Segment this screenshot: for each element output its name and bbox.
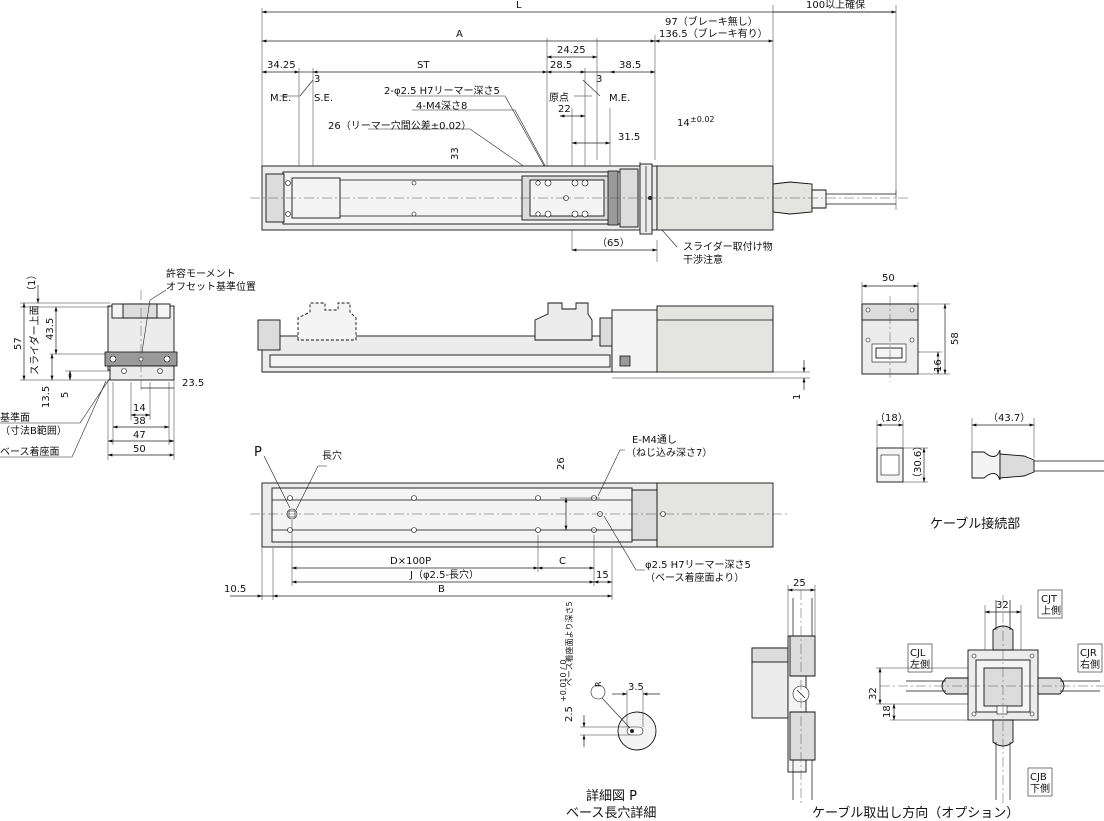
top-dim-97: 97（ブレーキ無し） <box>665 15 758 28</box>
detail-depth-note: ベース着座面より深さ5 <box>564 601 574 686</box>
top-dim-136: 136.5（ブレーキ有り） <box>659 27 768 40</box>
top-me-left: M.E. <box>270 93 291 104</box>
top-dim-st: ST <box>417 60 430 71</box>
cable-connection: （18） （30.6） （43.7） ケーブル接続部 <box>875 412 1104 532</box>
top-m4-note: 4-M4深さ8 <box>416 100 467 112</box>
left-moment-1: 許容モーメント <box>166 267 236 280</box>
cable-dim-306: （30.6） <box>912 441 924 483</box>
left-dim-50: 50 <box>133 444 146 455</box>
detail-dim-25: 2.5 <box>564 706 575 722</box>
top-ream-pitch: 26（リーマー穴間公差±0.02） <box>328 119 471 132</box>
top-dim-315: 31.5 <box>618 132 640 143</box>
cable-opt-dim-18: 18 <box>882 705 893 718</box>
end-dim-16: 16 <box>933 359 944 372</box>
top-me-right: M.E. <box>609 93 630 104</box>
top-dim-285: 28.5 <box>550 60 572 71</box>
cable-options: 25 32 32 <box>751 578 1104 821</box>
side-dim-1: 1 <box>792 394 803 400</box>
side-view: 1 <box>257 302 810 400</box>
bottom-dim-15: 15 <box>596 570 609 581</box>
top-se: S.E. <box>314 93 333 104</box>
left-dim-435: 43.5 <box>45 318 56 340</box>
left-dim-5: 5 <box>60 392 71 398</box>
top-dim-33: 33 <box>450 147 461 160</box>
detail-p: R 3.5 2.5 +0.010 / 0 ベース着座面より深さ5 詳細図 P ベ… <box>559 601 660 821</box>
left-dim-57: 57 <box>13 337 24 350</box>
top-slider-note-1: スライダー取付け物 <box>683 240 773 253</box>
top-dim-22: 22 <box>558 104 571 115</box>
top-slider-note-2: 干渉注意 <box>683 253 723 266</box>
bottom-p-label: P <box>254 445 262 460</box>
cable-opt-cjr-1: CJR <box>1080 648 1097 659</box>
left-base-ref-2: （寸法B範囲） <box>0 424 67 437</box>
bottom-dim-105: 10.5 <box>224 584 246 595</box>
left-dim-14: 14 <box>133 403 146 414</box>
cable-opt-dim-32-left: 32 <box>868 687 879 700</box>
top-genten: 原点 <box>549 92 569 104</box>
end-dim-50: 50 <box>882 273 895 284</box>
cable-opt-dim-32-top: 32 <box>996 600 1009 611</box>
left-dim-1: （1） <box>26 270 38 296</box>
left-dim-38: 38 <box>133 416 146 427</box>
end-dim-58: 58 <box>950 332 961 345</box>
bottom-nagaana: 長穴 <box>322 449 342 462</box>
top-dim-14-tol: ±0.02 <box>690 115 715 124</box>
top-dim-L: L <box>516 0 522 11</box>
detail-dim-35: 3.5 <box>628 682 644 693</box>
bottom-dim-j: J（φ2.5-長穴） <box>409 568 479 581</box>
detail-dim-25-tol: +0.010 / 0 <box>559 660 568 702</box>
bottom-em4-2: （ねじ込み深さ7） <box>626 447 712 459</box>
cable-opt-caption: ケーブル取出し方向（オプション） <box>812 805 1019 821</box>
cable-dim-18: （18） <box>875 412 908 424</box>
left-end-view: 許容モーメント オフセット基準位置 （1） 57 43.5 スライダー上面 13… <box>0 267 256 460</box>
bottom-dim-c: C <box>559 556 566 567</box>
left-base-seat: ベース着座面 <box>0 445 60 458</box>
cable-opt-dim-25: 25 <box>793 578 806 589</box>
top-dim-34: 34.25 <box>267 60 296 71</box>
cable-opt-cjt-1: CJT <box>1041 594 1058 605</box>
top-ream-note: 2-φ2.5 H7リーマー深さ5 <box>384 85 500 97</box>
cable-opt-cjl-1: CJL <box>910 648 926 659</box>
top-view: L A 97（ブレーキ無し） 136.5（ブレーキ有り） 100以上確保 34.… <box>250 0 908 266</box>
top-dim-65: （65） <box>597 237 630 249</box>
bottom-dim-d: D×100P <box>390 556 431 567</box>
cable-opt-cjb-2: 下側 <box>1030 782 1050 795</box>
left-dim-135: 13.5 <box>41 386 52 408</box>
bottom-dim-b: B <box>438 584 445 595</box>
bottom-dim-26: 26 <box>556 457 567 470</box>
bottom-ream-2: （ベース着座面より） <box>645 571 744 584</box>
left-slider-top: スライダー上面 <box>28 305 41 375</box>
cable-opt-cjr-2: 右側 <box>1080 658 1100 671</box>
bottom-view: P 長穴 E-M4通し （ねじ込み深さ7） 26 D×100P C J（φ2.5… <box>224 434 790 600</box>
cable-opt-cjl-2: 左側 <box>910 658 930 671</box>
left-dim-47: 47 <box>133 430 146 441</box>
top-dim-3b: 3 <box>596 74 602 85</box>
detail-caption-2: ベース長穴詳細 <box>566 805 656 821</box>
detail-caption-1: 詳細図 P <box>586 788 637 804</box>
cable-opt-cjt-2: 上側 <box>1041 604 1061 617</box>
top-dim-14: 14 <box>677 118 690 129</box>
top-dim-2425: 24.25 <box>557 45 586 56</box>
bottom-em4-1: E-M4通し <box>632 434 677 446</box>
cable-caption: ケーブル接続部 <box>930 516 1020 532</box>
top-dim-A: A <box>456 29 463 40</box>
bottom-ream-1: φ2.5 H7リーマー深さ5 <box>645 559 751 571</box>
top-dim-3a: 3 <box>314 74 320 85</box>
top-dim-385: 38.5 <box>619 60 641 71</box>
left-moment-2: オフセット基準位置 <box>166 280 256 293</box>
cable-opt-cjb-1: CJB <box>1030 772 1047 783</box>
left-base-ref-1: 基準面 <box>0 411 30 424</box>
left-dim-235: 23.5 <box>182 378 204 389</box>
cable-dim-437: （43.7） <box>988 412 1030 424</box>
detail-r-label: R <box>594 681 603 687</box>
top-dim-100: 100以上確保 <box>806 0 865 11</box>
end-view: 50 58 16 <box>861 273 961 382</box>
